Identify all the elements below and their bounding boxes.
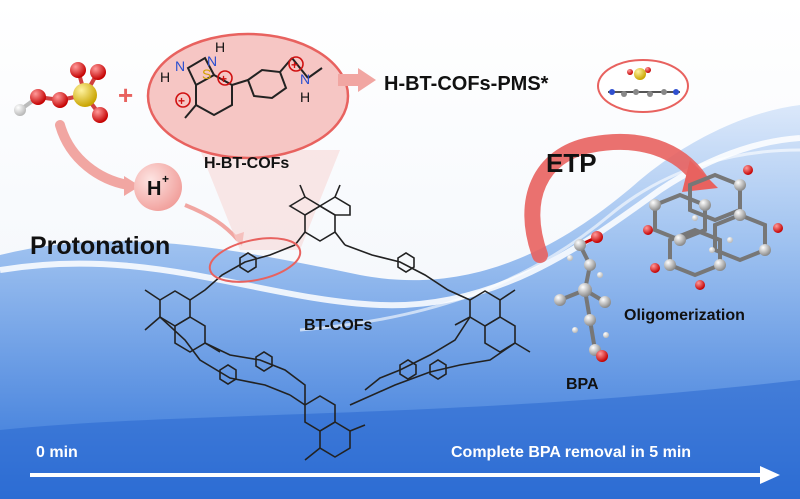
atom-n-right: N bbox=[207, 53, 217, 69]
arrow-to-proton-head bbox=[124, 176, 140, 196]
atom-n-imine: N bbox=[300, 71, 310, 87]
protonation-label: Protonation bbox=[30, 232, 170, 260]
charge-1: + bbox=[178, 94, 185, 108]
timeline-arrow-head bbox=[760, 466, 780, 484]
h-bt-cofs-label: H-BT-COFs bbox=[204, 155, 289, 172]
proton-label: H bbox=[147, 178, 161, 200]
charge-circle-3 bbox=[288, 56, 304, 72]
etp-arrow bbox=[524, 134, 708, 263]
deep-water bbox=[0, 380, 800, 499]
charge-2: + bbox=[220, 72, 227, 86]
proton-ball bbox=[134, 163, 182, 211]
wave-highlight-2 bbox=[299, 148, 800, 332]
pms-molecule bbox=[14, 62, 108, 123]
charge-circle-1 bbox=[175, 92, 191, 108]
time-end-label: Complete BPA removal in 5 min bbox=[451, 444, 691, 461]
arrow-to-pms-complex-head bbox=[358, 68, 376, 92]
proton-charge: + bbox=[162, 172, 169, 186]
atom-s: S bbox=[202, 66, 211, 82]
pyrene-node-bottom bbox=[289, 394, 366, 461]
h-bt-cofs-pms-label: H-BT-COFs-PMS* bbox=[384, 73, 549, 95]
bpa-molecule bbox=[554, 231, 611, 362]
oligomer-molecule bbox=[643, 165, 783, 290]
protonated-monomer bbox=[184, 56, 323, 119]
bpa-label: BPA bbox=[566, 376, 599, 393]
atom-n-left: N bbox=[175, 58, 185, 74]
highlight-linker bbox=[208, 237, 302, 283]
atom-h-imine: H bbox=[300, 89, 310, 105]
atom-h-left: H bbox=[160, 69, 170, 85]
charge-circle-2 bbox=[217, 70, 233, 86]
pyrene-node-top bbox=[288, 184, 351, 246]
etp-label: ETP bbox=[546, 148, 597, 178]
bt-cofs-framework bbox=[144, 184, 531, 461]
charge-3: + bbox=[291, 58, 298, 72]
arrow-to-proton bbox=[55, 120, 133, 190]
atom-h-top: H bbox=[215, 39, 225, 55]
plus-sign: + bbox=[118, 80, 133, 110]
bt-cofs-label: BT-COFs bbox=[304, 317, 373, 334]
oligomerization-label: Oligomerization bbox=[624, 307, 745, 324]
pms-complex-molecule bbox=[608, 67, 680, 97]
pms-complex-bubble bbox=[597, 59, 689, 113]
time-start-label: 0 min bbox=[36, 444, 78, 461]
